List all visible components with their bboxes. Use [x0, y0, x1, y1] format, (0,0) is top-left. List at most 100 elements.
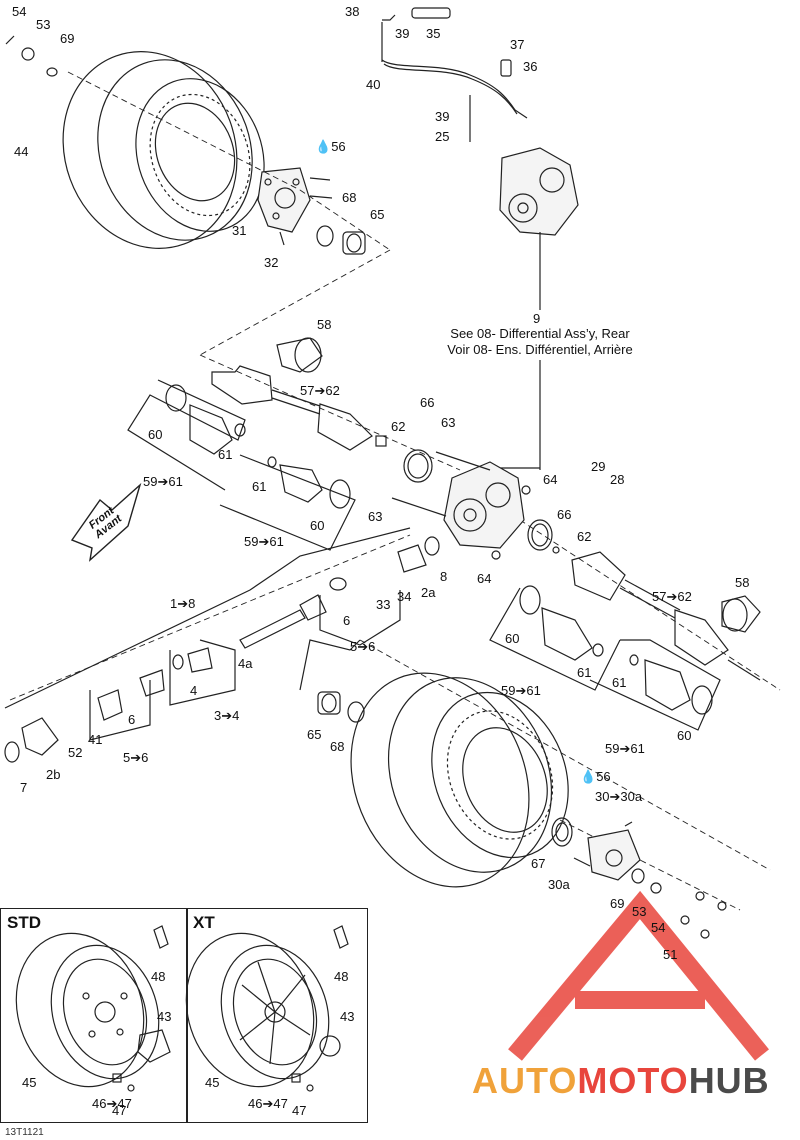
callout-58: 58 — [317, 317, 332, 332]
upper-differential — [499, 147, 579, 310]
callout-47: 47 — [112, 1103, 127, 1118]
callout-48: 48 — [151, 969, 166, 984]
callout-39: 39 — [395, 26, 410, 41]
callout-2b: 2b — [46, 767, 61, 782]
callout-66b: 66 — [557, 507, 572, 522]
callout-29: 29 — [591, 459, 606, 474]
callout-61c: 61 — [577, 665, 592, 680]
differential-note-line1: See 08- Differential Ass’y, Rear — [450, 326, 630, 341]
callout-6: 6 — [343, 613, 351, 628]
callout-57-62: 57➔62 — [300, 383, 340, 398]
callout-6b: 6 — [128, 712, 136, 727]
callout-35: 35 — [426, 26, 441, 41]
callout-38: 38 — [345, 4, 360, 19]
callout-69: 69 — [60, 31, 75, 46]
callout-57-62b: 57➔62 — [652, 589, 692, 604]
callout-60b: 60 — [310, 518, 325, 533]
upper-hardware — [5, 35, 58, 77]
std-inset: STD — [0, 908, 188, 1123]
breather-hose — [381, 7, 528, 142]
callout-60c: 60 — [505, 631, 520, 646]
callout-53b: 53 — [632, 904, 647, 919]
callout-47b: 47 — [292, 1103, 307, 1118]
callout-43: 43 — [157, 1009, 172, 1024]
callout-62b: 62 — [577, 529, 592, 544]
callout-69b: 69 — [610, 896, 625, 911]
callout-66: 66 — [420, 395, 435, 410]
callout-30a: 30a — [548, 877, 570, 892]
callout-32: 32 — [264, 255, 279, 270]
callout-67: 67 — [531, 856, 546, 871]
callout-4a: 4a — [238, 656, 253, 671]
callout-56b: 💧56 — [580, 769, 611, 784]
callout-30-30a: 30➔30a — [595, 789, 643, 804]
callout-45: 45 — [22, 1075, 37, 1090]
callout-7: 7 — [20, 780, 28, 795]
drawing-reference: 13T1121 — [5, 1127, 44, 1138]
watermark-part1: AUTO — [472, 1060, 578, 1101]
xt-wheel — [185, 925, 349, 1092]
callout-63b: 63 — [368, 509, 383, 524]
callout-37: 37 — [510, 37, 525, 52]
callout-56: 💧56 — [315, 139, 346, 154]
callout-58b: 58 — [735, 575, 750, 590]
xt-title: XT — [193, 913, 215, 932]
watermark-part2: MOTO — [577, 1060, 689, 1101]
watermark-text: AUTOMOTOHUB — [472, 1060, 770, 1102]
callout-31: 31 — [232, 223, 247, 238]
callout-5-6: 5➔6 — [350, 639, 376, 654]
upper-tire — [62, 51, 265, 249]
watermark-part3: HUB — [688, 1060, 770, 1101]
callout-4: 4 — [190, 683, 198, 698]
callout-33: 33 — [376, 597, 391, 612]
callout-53: 53 — [36, 17, 51, 32]
upper-knuckle — [257, 167, 366, 255]
callout-65: 65 — [370, 207, 385, 222]
callout-61d: 61 — [612, 675, 627, 690]
xt-inset: XT — [186, 908, 368, 1123]
lower-bearing — [299, 639, 365, 723]
callout-39b: 39 — [435, 109, 450, 124]
front-arrow — [70, 482, 142, 562]
callout-54: 54 — [12, 4, 27, 19]
callout-8: 8 — [440, 569, 448, 584]
callout-63: 63 — [441, 415, 456, 430]
callout-60d: 60 — [677, 728, 692, 743]
differential-note-line2: Voir 08- Ens. Différentiel, Arrière — [447, 342, 633, 357]
callout-59-61d: 59➔61 — [605, 741, 645, 756]
callout-64b: 64 — [477, 571, 492, 586]
callout-28: 28 — [610, 472, 625, 487]
callout-5-6b: 5➔6 — [123, 750, 149, 765]
callout-48b: 48 — [334, 969, 349, 984]
centerlines — [9, 71, 781, 911]
callout-25: 25 — [435, 129, 450, 144]
right-drive-shaft — [552, 546, 761, 681]
callout-59-61b: 59➔61 — [244, 534, 284, 549]
std-wheel — [15, 925, 171, 1092]
callout-36: 36 — [523, 59, 538, 74]
callout-40: 40 — [366, 77, 381, 92]
differential-note: See 08- Differential Ass’y, Rear Voir 08… — [430, 326, 650, 358]
callout-46-47b: 46➔47 — [248, 1096, 288, 1111]
callout-59-61c: 59➔61 — [501, 683, 541, 698]
callout-43b: 43 — [340, 1009, 355, 1024]
lower-tire — [350, 672, 569, 888]
center-differential — [391, 451, 553, 560]
callout-65b: 65 — [307, 727, 322, 742]
boot-kit-left — [127, 379, 356, 551]
callout-9: 9 — [533, 311, 541, 326]
callout-45b: 45 — [205, 1075, 220, 1090]
callout-64: 64 — [543, 472, 558, 487]
callout-41: 41 — [88, 732, 103, 747]
callout-60: 60 — [148, 427, 163, 442]
callout-34: 34 — [397, 589, 412, 604]
callout-59-61: 59➔61 — [143, 474, 183, 489]
callout-68b: 68 — [330, 739, 345, 754]
prop-shaft — [4, 527, 440, 763]
callout-68: 68 — [342, 190, 357, 205]
callout-46-47: 46➔47 — [92, 1096, 132, 1111]
callout-2a: 2a — [421, 585, 436, 600]
std-title: STD — [7, 913, 41, 932]
